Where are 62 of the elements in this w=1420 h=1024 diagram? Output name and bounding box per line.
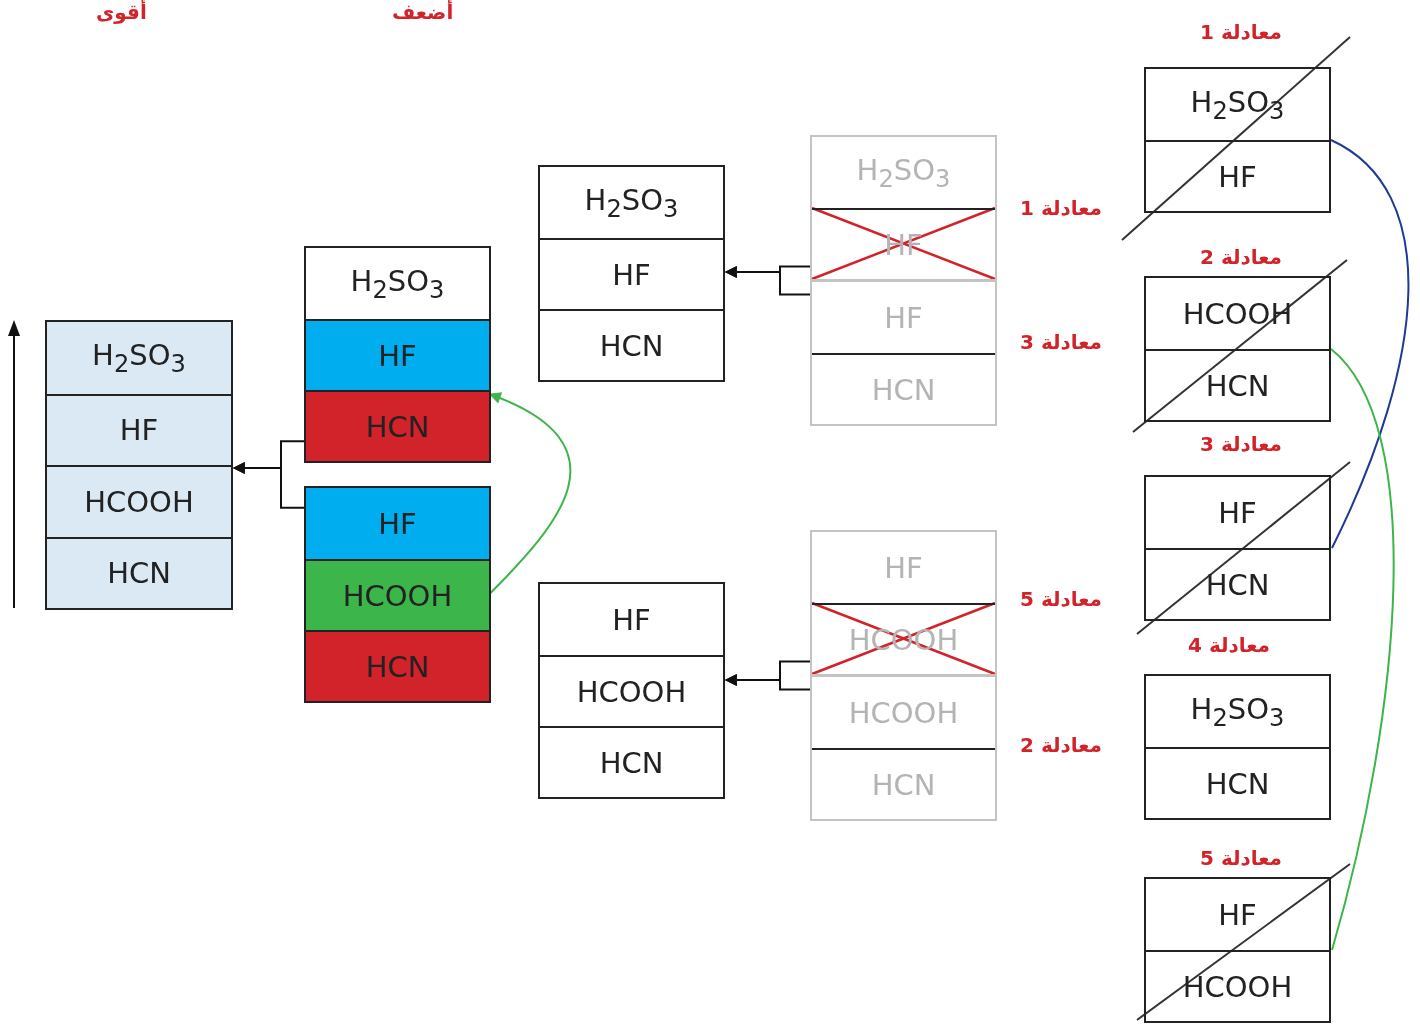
formula-stack <box>538 582 725 799</box>
strength-label: أضعف <box>392 0 454 24</box>
equation-label: معادلة 5 <box>1020 587 1102 611</box>
formula-cell: H$_{2}$SO$_{3}$ <box>540 167 723 238</box>
formula-stack <box>1144 475 1331 621</box>
formula-stack <box>1144 877 1331 1023</box>
formula-cell: HF <box>812 282 995 353</box>
formula-cell: HF <box>540 584 723 655</box>
formula-stack <box>810 530 997 676</box>
formula-cell: HF <box>306 488 489 559</box>
formula-cell: HCN <box>1146 349 1329 420</box>
formula-stack <box>304 486 491 703</box>
arrow <box>488 393 572 596</box>
formula-stack <box>538 165 725 382</box>
arrow <box>724 674 811 691</box>
formula-cell: HCN <box>812 353 995 424</box>
formula-cell: HCOOH <box>306 559 489 630</box>
strength-label: أقوى <box>96 0 147 24</box>
equation-label: معادلة 2 <box>1020 733 1102 757</box>
formula-cell: HF <box>1146 140 1329 211</box>
formula-cell: HF <box>812 532 995 603</box>
formula-cell: HCN <box>540 309 723 380</box>
formula-cell: H$_{2}$SO$_{3}$ <box>306 248 489 319</box>
formula-stack <box>45 320 233 610</box>
connector-line <box>1330 139 1410 549</box>
formula-cell: HCN <box>306 390 489 461</box>
formula-cell: HF <box>47 393 231 465</box>
formula-cell: HCOOH <box>812 677 995 748</box>
equation-label: معادلة 1 <box>1200 20 1282 44</box>
arrow <box>724 266 811 296</box>
equation-label: معادلة 5 <box>1200 846 1282 870</box>
formula-cell: HCN <box>540 726 723 797</box>
arrow <box>232 462 305 509</box>
equation-label: معادلة 3 <box>1020 330 1102 354</box>
formula-stack <box>304 246 491 463</box>
formula-stack <box>810 675 997 821</box>
formula-cell: HF <box>1146 879 1329 950</box>
equation-label: معادلة 4 <box>1188 633 1270 657</box>
equation-label: معادلة 3 <box>1200 432 1282 456</box>
formula-cell: HF <box>540 238 723 309</box>
formula-cell: HCN <box>47 536 231 608</box>
formula-cell: HCOOH <box>540 655 723 726</box>
formula-cell: HCN <box>1146 548 1329 619</box>
formula-cell: H$_{2}$SO$_{3}$ <box>1146 676 1329 747</box>
formula-cell: HCN <box>812 748 995 819</box>
formula-stack <box>1144 67 1331 213</box>
formula-cell: HCN <box>1146 747 1329 818</box>
formula-cell: HF <box>1146 477 1329 548</box>
formula-stack <box>810 135 997 281</box>
formula-cell: HCOOH <box>1146 950 1329 1021</box>
equation-label: معادلة 1 <box>1020 196 1102 220</box>
equation-label: معادلة 2 <box>1200 245 1282 269</box>
formula-stack <box>810 280 997 426</box>
formula-cell: H$_{2}$SO$_{3}$ <box>812 137 995 208</box>
formula-cell: HCN <box>306 630 489 701</box>
formula-cell: H$_{2}$SO$_{3}$ <box>1146 69 1329 140</box>
formula-cell: HCOOH <box>47 465 231 537</box>
formula-stack <box>1144 674 1331 820</box>
formula-stack <box>1144 276 1331 422</box>
formula-cell: HF <box>306 319 489 390</box>
formula-cell: H$_{2}$SO$_{3}$ <box>47 322 231 394</box>
connector-line <box>1330 348 1395 951</box>
